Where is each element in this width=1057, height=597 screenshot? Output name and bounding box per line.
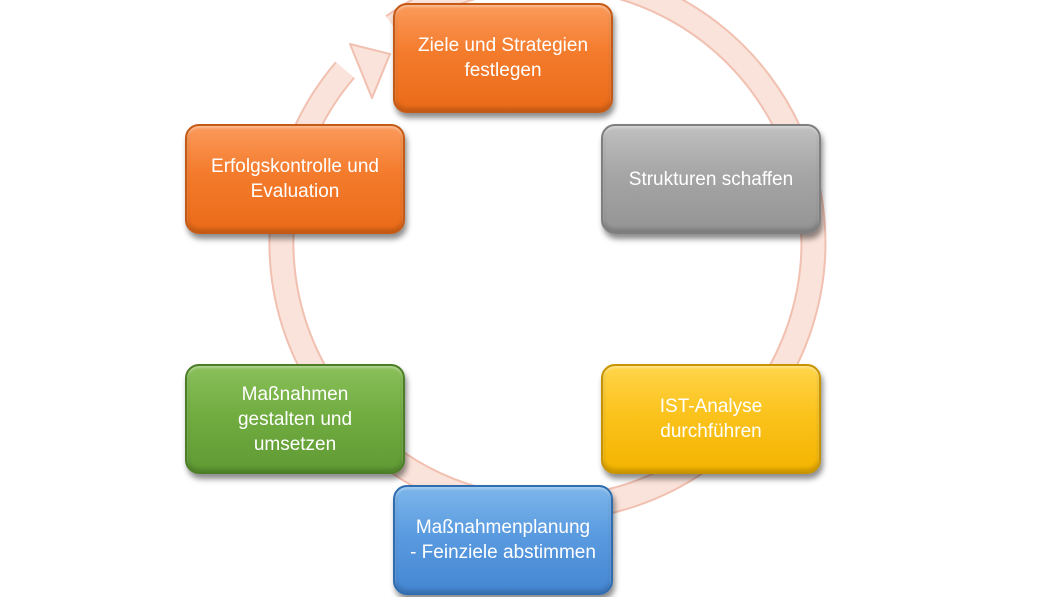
step-ist-analyse-line-2: durchführen: [660, 421, 762, 442]
step-ziele-strategien-line-2: festlegen: [464, 60, 542, 81]
step-erfolgskontrolle-line-2: Evaluation: [250, 181, 340, 202]
step-erfolgskontrolle-box: Erfolgskontrolle und Evaluation: [185, 124, 405, 234]
step-ziele-strategien-box: Ziele und Strategien festlegen: [393, 3, 613, 113]
step-ziele-strategien-line-1: Ziele und Strategien: [417, 35, 589, 56]
step-massnahmen-umsetzen-box: Maßnahmen gestalten und umsetzen: [185, 364, 405, 474]
step-massnahmenplanung-line-2: - Feinziele abstimmen: [410, 542, 596, 563]
step-ist-analyse-label: IST-Analyse durchführen: [660, 394, 762, 444]
step-massnahmenplanung-line-1: Maßnahmenplanung: [415, 517, 591, 538]
step-massnahmen-umsetzen-line-1: Maßnahmen: [241, 383, 349, 405]
step-ist-analyse-box: IST-Analyse durchführen: [601, 364, 821, 474]
step-ist-analyse-line-1: IST-Analyse: [659, 396, 763, 417]
step-erfolgskontrolle-line-1: Erfolgskontrolle und: [211, 156, 379, 177]
step-massnahmenplanung-box: Maßnahmenplanung - Feinziele abstimmen: [393, 485, 613, 595]
step-massnahmen-umsetzen-line-2: gestalten und: [237, 408, 353, 430]
step-erfolgskontrolle-label: Erfolgskontrolle und Evaluation: [211, 154, 379, 204]
step-massnahmen-umsetzen-line-3: umsetzen: [253, 433, 337, 455]
step-strukturen-box: Strukturen schaffen: [601, 124, 821, 234]
step-massnahmenplanung-label: Maßnahmenplanung - Feinziele abstimmen: [410, 515, 596, 565]
step-ziele-strategien-label: Ziele und Strategien festlegen: [418, 33, 588, 83]
cycle-arrowhead-icon: [349, 43, 391, 99]
step-strukturen-label: Strukturen schaffen: [629, 167, 793, 192]
step-massnahmen-umsetzen-label: Maßnahmen gestalten und umsetzen: [238, 382, 352, 457]
step-strukturen-line-1: Strukturen schaffen: [628, 168, 794, 190]
